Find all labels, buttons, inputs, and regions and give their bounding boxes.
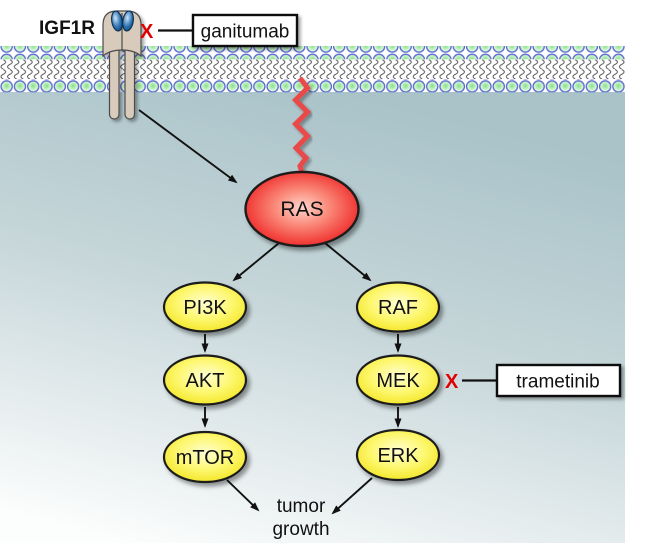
- cytoplasm-background: [0, 92, 625, 543]
- trametinib-box: [495, 363, 622, 398]
- outcome-line2: growth: [272, 519, 329, 540]
- receptor-stalk-left: [108, 43, 120, 120]
- ganitumab-inhibitor: X ganitumab: [140, 13, 299, 48]
- ganitumab-label: ganitumab: [201, 22, 290, 43]
- akt-ellipse: [162, 354, 248, 406]
- mek-label: MEK: [376, 370, 420, 392]
- receptor-domain-right: [122, 10, 134, 32]
- arrow-ras-raf: [324, 242, 372, 282]
- akt-node: AKT: [162, 354, 248, 406]
- pi3k-node: PI3K: [162, 281, 248, 333]
- zigzag-lipid-anchor: [291, 76, 312, 174]
- trametinib-inhibitor: X trametinib: [445, 363, 622, 398]
- raf-ellipse: [355, 281, 441, 333]
- arrow-erk-growth: [331, 477, 373, 515]
- lipid-tails: [0, 59, 625, 79]
- mtor-ellipse: [162, 430, 248, 484]
- receptor-domain-left: [111, 10, 123, 32]
- pi3k-ellipse: [162, 281, 248, 333]
- pi3k-label: PI3K: [183, 297, 227, 319]
- ras-label: RAS: [280, 198, 323, 221]
- erk-node: ERK: [355, 428, 441, 482]
- akt-label: AKT: [186, 370, 225, 392]
- ras-node: RAS: [244, 170, 360, 248]
- cell-membrane: [0, 46, 625, 93]
- erk-ellipse: [355, 428, 441, 482]
- trametinib-label: trametinib: [516, 372, 599, 393]
- arrow-mtor-growth: [226, 479, 260, 512]
- pathway-arrows: [138, 109, 402, 515]
- mek-node: MEK: [355, 354, 441, 406]
- inhibitor-x-icon: X: [140, 21, 154, 43]
- raf-node: RAF: [355, 281, 441, 333]
- igf1r-label: IGF1R: [39, 18, 95, 39]
- erk-label: ERK: [377, 445, 419, 467]
- arrow-ras-pi3k: [232, 242, 280, 282]
- receptor-stalk-right: [124, 43, 136, 120]
- tumor-growth-outcome: tumor growth: [272, 496, 329, 540]
- inhibitor-x-icon: X: [445, 371, 459, 393]
- mtor-node: mTOR: [162, 430, 248, 484]
- ganitumab-box: [191, 13, 299, 48]
- lipid-heads-outer: [0, 46, 625, 60]
- igf1r-receptor: [102, 10, 142, 120]
- mtor-label: mTOR: [176, 447, 235, 469]
- lipid-heads-inner: [0, 79, 625, 93]
- outcome-line1: tumor: [277, 496, 326, 517]
- mek-ellipse: [355, 354, 441, 406]
- arrow-igf1r-ras: [138, 109, 238, 184]
- raf-label: RAF: [378, 297, 418, 319]
- ras-ellipse: [244, 170, 360, 248]
